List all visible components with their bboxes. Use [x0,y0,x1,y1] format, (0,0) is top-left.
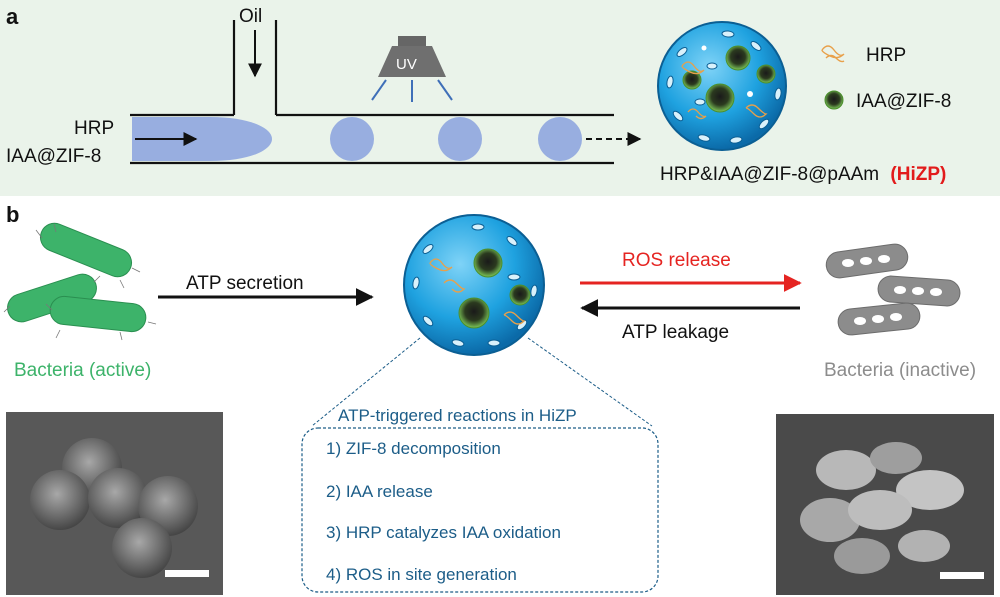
dispersed-phase-stream [132,117,272,161]
panel-b-letter: b [6,202,19,227]
inactive-bacteria-holes [842,255,942,325]
inlet-label-hrp: HRP [74,118,114,139]
bacteria-inactive-label: Bacteria (inactive) [824,360,976,381]
callout-line-right [527,337,653,427]
reactions-title: ATP-triggered reactions in HiZP [338,406,577,425]
product-label: HRP&IAA@ZIF-8@pAAm (HiZP) [660,164,946,185]
droplet [538,117,582,161]
sem-image-active [6,412,223,595]
reaction-step: 1) ZIF-8 decomposition [326,439,501,458]
ros-release-label: ROS release [622,250,731,271]
atp-secretion-label: ATP secretion [186,273,304,294]
reaction-step: 2) IAA release [326,482,433,501]
atp-leakage-label: ATP leakage [622,322,729,343]
sem-image-inactive [776,414,994,595]
reaction-step: 4) ROS in site generation [326,565,517,584]
microfluidic-channel [130,20,614,165]
reactions-box [301,427,659,593]
active-bacteria-flagella [3,223,157,341]
bacteria-active-label: Bacteria (active) [14,360,151,381]
legend-hrp-label: HRP [866,45,906,66]
oil-label: Oil [239,6,262,27]
uv-lamp-icon: UV [371,36,453,102]
reaction-step: 3) HRP catalyzes IAA oxidation [326,523,561,542]
svg-text:UV: UV [396,56,417,73]
scale-bar [165,570,209,577]
legend-iaa-zif8-label: IAA@ZIF-8 [856,91,951,112]
product-abbrev: (HiZP) [890,164,946,185]
hizp-sphere-center-icon [403,214,545,356]
droplet [330,117,374,161]
callout-line-left [311,337,421,427]
inlet-label-iaa-zif8: IAA@ZIF-8 [6,146,101,167]
legend-iaa-zif8-icon [824,90,844,110]
scale-bar [940,572,984,579]
legend-hrp-icon [821,45,845,63]
hizp-sphere-icon [657,21,787,151]
panel-a-letter: a [6,4,19,29]
active-bacteria-icon [7,222,147,333]
droplet [438,117,482,161]
